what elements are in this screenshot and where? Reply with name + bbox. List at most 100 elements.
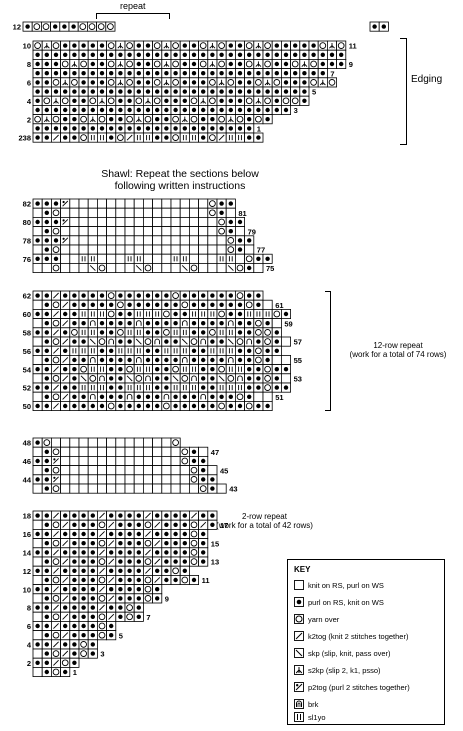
chart-row bbox=[32, 123, 255, 134]
row-number: 82 bbox=[23, 200, 31, 209]
key-box: KEY knit on RS, purl on WS purl on RS, k… bbox=[287, 559, 445, 725]
row-number: 48 bbox=[23, 439, 31, 448]
chart-row bbox=[32, 198, 236, 209]
key-item-label: knit on RS, purl on WS bbox=[308, 580, 384, 590]
key-item-yarn-over: yarn over bbox=[294, 613, 339, 625]
chart-row bbox=[32, 244, 255, 255]
chart-row bbox=[32, 95, 310, 106]
row-number: 43 bbox=[229, 485, 237, 494]
chart-row bbox=[32, 510, 218, 521]
row-number: 75 bbox=[266, 264, 274, 273]
chart-row bbox=[32, 105, 291, 116]
row-number: 13 bbox=[211, 558, 219, 567]
chart-row bbox=[32, 648, 98, 659]
chart-row bbox=[32, 235, 255, 246]
chart-row bbox=[22, 21, 116, 32]
row-number: 18 bbox=[23, 512, 31, 521]
row-number: 10 bbox=[23, 585, 31, 594]
two-row-caption: 2-row repeat (work for a total of 42 row… bbox=[202, 512, 327, 530]
chart-row bbox=[369, 21, 389, 32]
p2tog-slash-dot-icon bbox=[294, 682, 304, 692]
row-number: 17 bbox=[220, 521, 228, 530]
edging-bracket-top bbox=[400, 38, 407, 39]
key-title: KEY bbox=[294, 565, 311, 574]
chart-row bbox=[32, 327, 282, 338]
row-number: 5 bbox=[119, 631, 123, 640]
chart-row bbox=[32, 299, 273, 310]
chart-row bbox=[32, 602, 144, 613]
purl-dot-icon bbox=[294, 597, 304, 607]
chart-row bbox=[32, 345, 282, 356]
twelve-row-bracket-line bbox=[330, 291, 331, 411]
two-row-caption-line2: (work for a total of 42 rows) bbox=[216, 521, 313, 531]
key-item-k2tog: k2tog (knit 2 stitches together) bbox=[294, 630, 408, 642]
two-row-caption-line1: 2-row repeat bbox=[242, 512, 287, 521]
row-number: 56 bbox=[23, 347, 31, 356]
chart-row bbox=[32, 400, 273, 411]
key-item-label: s2kp (slip 2, k1, psso) bbox=[308, 665, 381, 675]
row-number: 3 bbox=[100, 650, 104, 659]
chart-row bbox=[32, 391, 273, 402]
key-item-label: yarn over bbox=[308, 614, 340, 624]
row-number: 57 bbox=[294, 338, 302, 347]
sl1yo-bars-icon bbox=[294, 712, 304, 722]
chart-row bbox=[32, 207, 236, 218]
row-number: 6 bbox=[27, 79, 31, 88]
row-number: 1 bbox=[257, 125, 261, 134]
repeat-bracket-line bbox=[96, 13, 170, 14]
row-number: 14 bbox=[23, 549, 32, 558]
chart-row bbox=[32, 226, 245, 237]
chart-row bbox=[32, 611, 144, 622]
key-item-skp: skp (slip, knit, pass over) bbox=[294, 647, 391, 659]
chart-row bbox=[32, 132, 264, 143]
row-number: 62 bbox=[23, 292, 31, 301]
row-number: 12 bbox=[23, 567, 31, 576]
row-number: 6 bbox=[27, 622, 31, 631]
chart-row bbox=[32, 630, 117, 641]
row-number: 15 bbox=[211, 539, 219, 548]
row-number: 53 bbox=[294, 375, 302, 384]
row-number: 58 bbox=[23, 329, 31, 338]
chart-row bbox=[32, 77, 337, 88]
row-number: 78 bbox=[23, 237, 31, 246]
chart-row bbox=[32, 538, 209, 549]
chart-row bbox=[32, 556, 209, 567]
row-number: 51 bbox=[275, 393, 283, 402]
row-number: 47 bbox=[211, 448, 219, 457]
chart-row bbox=[32, 529, 209, 540]
row-number: 3 bbox=[294, 106, 298, 115]
chart-row bbox=[32, 364, 291, 375]
row-number: 60 bbox=[23, 310, 31, 319]
row-number: 52 bbox=[23, 384, 31, 393]
twelve-row-caption-line2: (work for a total of 74 rows) bbox=[349, 350, 447, 360]
chart-row bbox=[32, 336, 291, 347]
chart-row bbox=[32, 318, 282, 329]
chart-row bbox=[32, 621, 117, 632]
row-number: 9 bbox=[349, 60, 353, 69]
key-item-purl: purl on RS, knit on WS bbox=[294, 596, 384, 608]
chart-row bbox=[32, 290, 264, 301]
key-item-label: sl1yo bbox=[308, 712, 326, 722]
repeat-bracket-right bbox=[169, 13, 170, 19]
chart-row bbox=[32, 565, 190, 576]
chart-row bbox=[32, 575, 199, 586]
chart-row bbox=[32, 474, 218, 485]
row-number: 11 bbox=[349, 42, 357, 51]
chart-row bbox=[32, 593, 163, 604]
row-number: 44 bbox=[23, 476, 32, 485]
shawl-caption: Shawl: Repeat the sections below followi… bbox=[80, 168, 280, 192]
row-number: 50 bbox=[23, 402, 31, 411]
s2kp-arrow-icon bbox=[294, 665, 304, 675]
chart-row bbox=[32, 373, 291, 384]
key-item-brk: brk bbox=[294, 698, 318, 710]
chart-row bbox=[32, 49, 347, 60]
twelve-row-caption-line1: 12-row repeat bbox=[373, 341, 423, 350]
chart-row bbox=[32, 584, 163, 595]
chart-row bbox=[32, 483, 227, 494]
chart-row bbox=[32, 667, 71, 678]
skp-backslash-icon bbox=[294, 648, 304, 658]
chart-row bbox=[32, 657, 80, 668]
row-number: 4 bbox=[27, 97, 32, 106]
row-number: 16 bbox=[23, 530, 31, 539]
